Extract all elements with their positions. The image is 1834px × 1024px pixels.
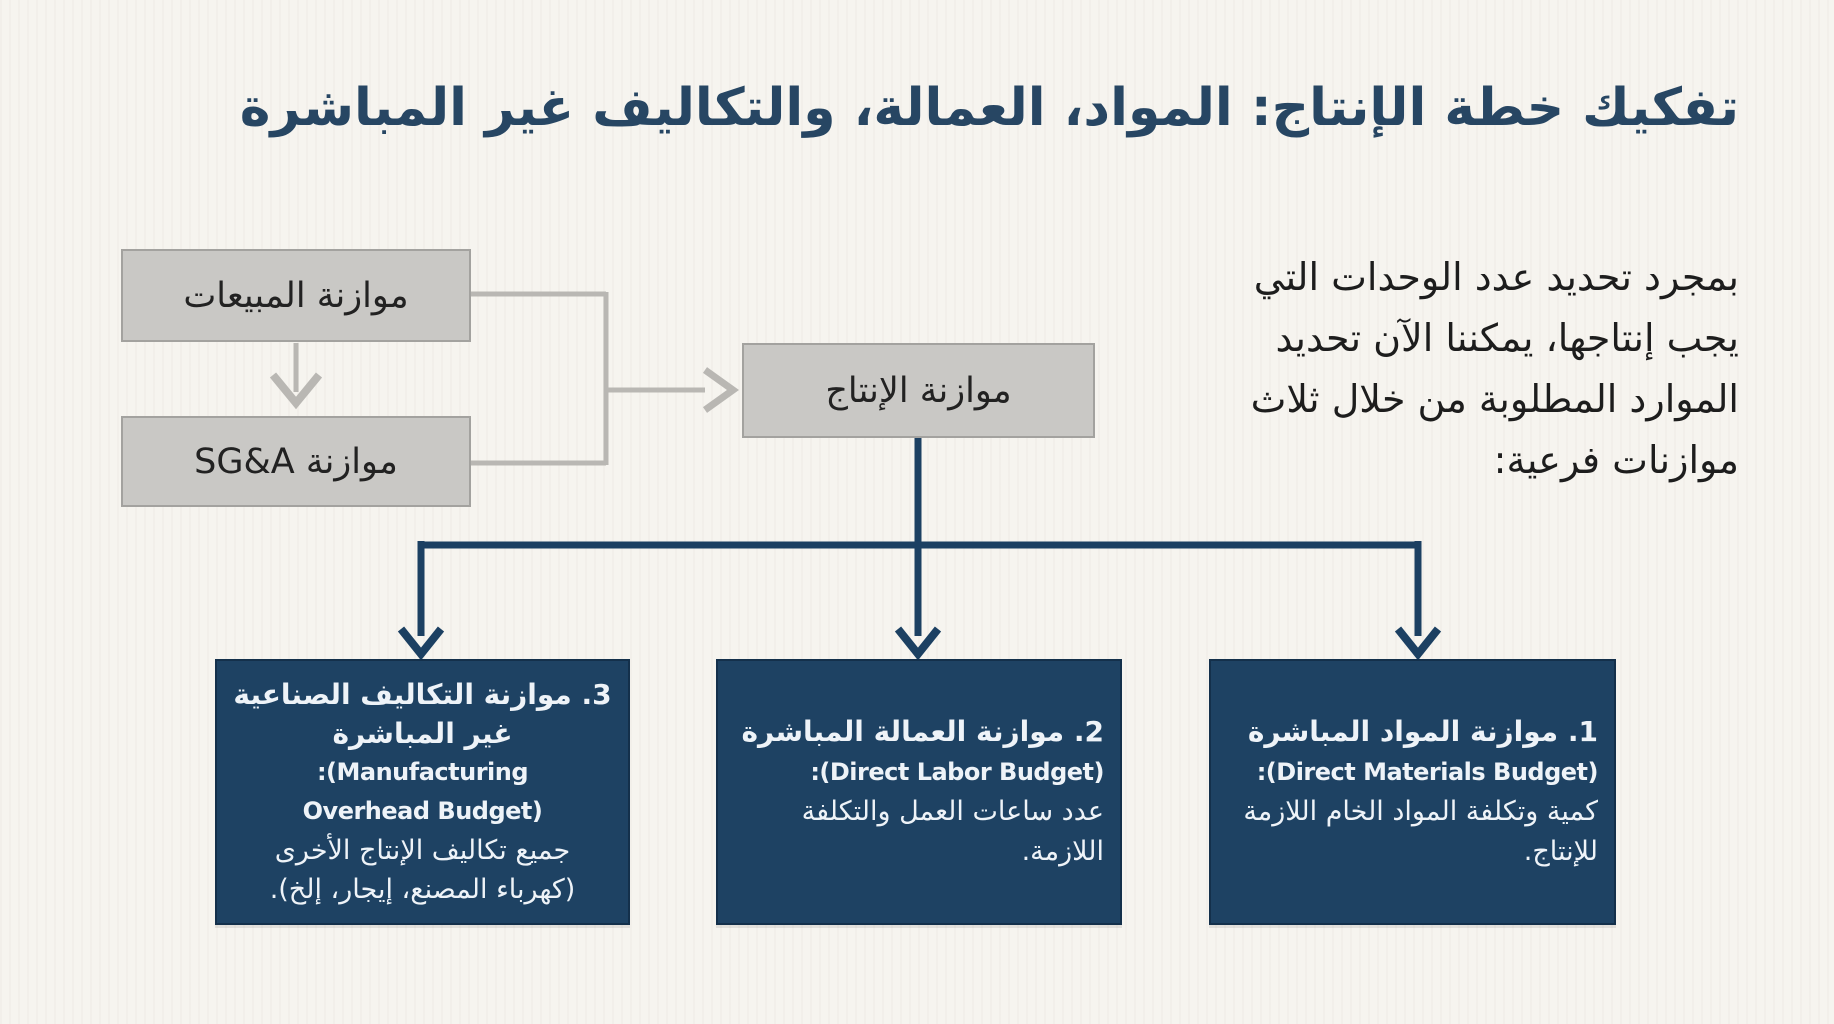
box-description-line: اللازمة. <box>1021 836 1104 867</box>
box-heading-line: 3. موازنة التكاليف الصناعية <box>233 678 612 711</box>
intro-paragraph: بمجرد تحديد عدد الوحدات التي يجب إنتاجها… <box>1179 247 1739 491</box>
box-description-line: كمية وتكلفة المواد الخام اللازمة <box>1243 796 1598 827</box>
box-description-line: جميع تكاليف الإنتاج الأخرى <box>274 835 571 866</box>
intro-line: الموارد المطلوبة من خلال ثلاث <box>1250 377 1739 421</box>
sales-budget-box: موازنة المبيعات <box>121 249 471 342</box>
box-heading-line-en: :(Direct Materials Budget) <box>1256 758 1599 786</box>
box-heading-line: غير المباشرة <box>332 717 513 750</box>
intro-line: يجب إنتاجها، يمكننا الآن تحديد <box>1275 316 1739 360</box>
blue-arrowhead-left <box>397 626 445 661</box>
box-heading-line-en: :(Manufacturing <box>316 758 529 786</box>
production-budget-label: موازنة الإنتاج <box>825 370 1012 411</box>
intro-line: بمجرد تحديد عدد الوحدات التي <box>1253 255 1739 299</box>
sga-budget-label: موازنة SG&A <box>194 441 398 482</box>
gray-right-arrowhead <box>702 367 740 413</box>
box-description-line: (كهرباء المصنع، إيجار، إلخ). <box>269 874 576 905</box>
manufacturing-overhead-budget-box: 3. موازنة التكاليف الصناعية غير المباشرة… <box>215 659 630 925</box>
slide-title: تفكيك خطة الإنتاج: المواد، العمالة، والت… <box>239 78 1740 138</box>
box-heading-line-en: Overhead Budget) <box>302 797 543 825</box>
intro-line: موازنات فرعية: <box>1493 438 1739 482</box>
blue-arrowhead-right <box>1394 626 1442 661</box>
sales-budget-label: موازنة المبيعات <box>183 275 409 316</box>
box-description-line: عدد ساعات العمل والتكلفة <box>801 796 1104 827</box>
gray-down-arrowhead <box>269 372 323 410</box>
box-heading-line-en: :(Direct Labor Budget) <box>810 758 1104 786</box>
sga-budget-box: موازنة SG&A <box>121 416 471 507</box>
box-heading-line: 2. موازنة العمالة المباشرة <box>741 715 1104 748</box>
direct-materials-budget-box: 1. موازنة المواد المباشرة :(Direct Mater… <box>1209 659 1616 925</box>
production-budget-box: موازنة الإنتاج <box>742 343 1095 438</box>
direct-labor-budget-box: 2. موازنة العمالة المباشرة :(Direct Labo… <box>716 659 1122 925</box>
box-heading-line: 1. موازنة المواد المباشرة <box>1247 715 1598 748</box>
box-description-line: للإنتاج. <box>1523 836 1598 867</box>
blue-arrowhead-middle <box>894 626 942 661</box>
